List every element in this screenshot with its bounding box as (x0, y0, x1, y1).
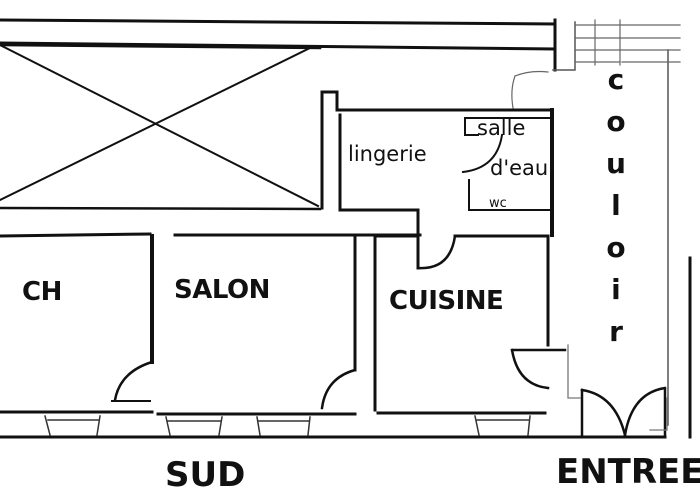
door-cuisine (416, 234, 457, 270)
wall-top-outer (0, 18, 557, 26)
couloir-letter: i (611, 273, 621, 306)
couloir-letter: l (611, 189, 621, 222)
couloir-letter: u (606, 147, 626, 180)
door-ch (113, 360, 154, 402)
orientation-entrance: ENTREE (556, 452, 700, 492)
windows-south (44, 415, 531, 436)
couloir-letter: o (606, 105, 626, 138)
wall-mid (0, 232, 152, 238)
orientation-south: SUD (165, 455, 246, 495)
door-salle-deau (461, 133, 504, 174)
couloir-letter: r (609, 315, 623, 348)
room-label-deau: d'eau (490, 156, 549, 180)
stairs (574, 19, 681, 66)
room-label-salle: salle (477, 116, 526, 140)
room-label-ch: CH (22, 277, 62, 307)
room-label-cuisine: CUISINE (389, 286, 504, 316)
room-label-salon: SALON (174, 275, 270, 305)
wall-salle-deau (464, 117, 479, 136)
room-label-lingerie: lingerie (348, 142, 427, 166)
wall-cuisine (373, 234, 420, 412)
door-couloir (510, 348, 567, 390)
room-label-couloir: c o u l o i r (606, 66, 626, 360)
entrance-doors (567, 344, 668, 439)
void-area (0, 43, 322, 211)
wall-lingerie (320, 90, 554, 210)
room-label-wc: wc (489, 196, 507, 211)
couloir-letter: o (606, 231, 626, 264)
door-salon (320, 368, 357, 410)
couloir-letter: c (607, 63, 625, 96)
door-corridor-top (514, 70, 549, 77)
wall-top-inner (0, 41, 557, 51)
